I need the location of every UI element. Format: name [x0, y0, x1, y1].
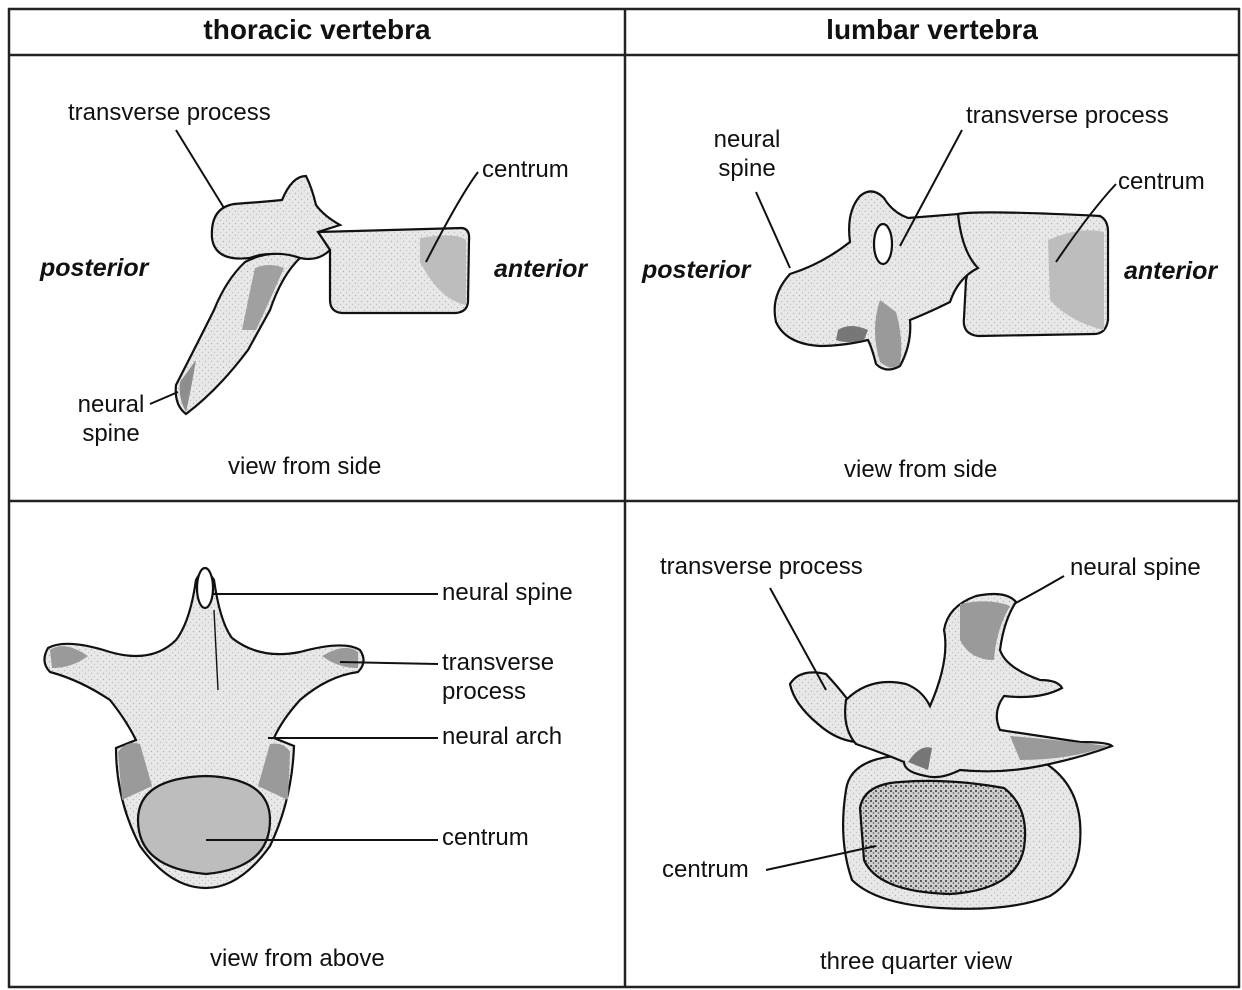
label-neural-spine: neural spine [1070, 553, 1201, 582]
label-transverse-process: transverse process [68, 98, 271, 127]
label-neural-spine: neural spine [442, 578, 573, 607]
label-neural-spine: neural spine [702, 125, 792, 183]
label-neural-spine-line2: spine [66, 419, 156, 448]
label-anterior: anterior [494, 255, 587, 284]
lumbar-three-quarter-illustration [790, 594, 1112, 909]
label-centrum: centrum [1118, 167, 1205, 196]
header-lumbar-vertebra: lumbar vertebra [625, 14, 1239, 46]
label-neural-arch: neural arch [442, 722, 562, 751]
label-neural-spine: neural spine [66, 390, 156, 448]
caption-thoracic-above: view from above [210, 944, 385, 973]
caption-lumbar-side: view from side [844, 455, 997, 484]
header-thoracic-vertebra: thoracic vertebra [9, 14, 625, 46]
label-transverse-process: transverse process [442, 648, 582, 706]
caption-lumbar-three-quarter: three quarter view [820, 947, 1012, 976]
label-transverse-process-line1: transverse [442, 648, 582, 677]
thoracic-side-illustration [176, 176, 469, 414]
label-transverse-process: transverse process [660, 552, 863, 581]
caption-thoracic-side: view from side [228, 452, 381, 481]
label-centrum: centrum [442, 823, 529, 852]
label-transverse-process: transverse process [966, 101, 1169, 130]
label-neural-spine-line1: neural [702, 125, 792, 154]
label-transverse-process-line2: process [442, 677, 582, 706]
label-centrum: centrum [482, 155, 569, 184]
label-anterior: anterior [1124, 257, 1217, 286]
label-neural-spine-line1: neural [66, 390, 156, 419]
label-neural-spine-line2: spine [702, 154, 792, 183]
label-posterior: posterior [642, 256, 750, 285]
label-posterior: posterior [40, 254, 148, 283]
label-centrum: centrum [662, 855, 749, 884]
lumbar-side-illustration [775, 191, 1108, 369]
